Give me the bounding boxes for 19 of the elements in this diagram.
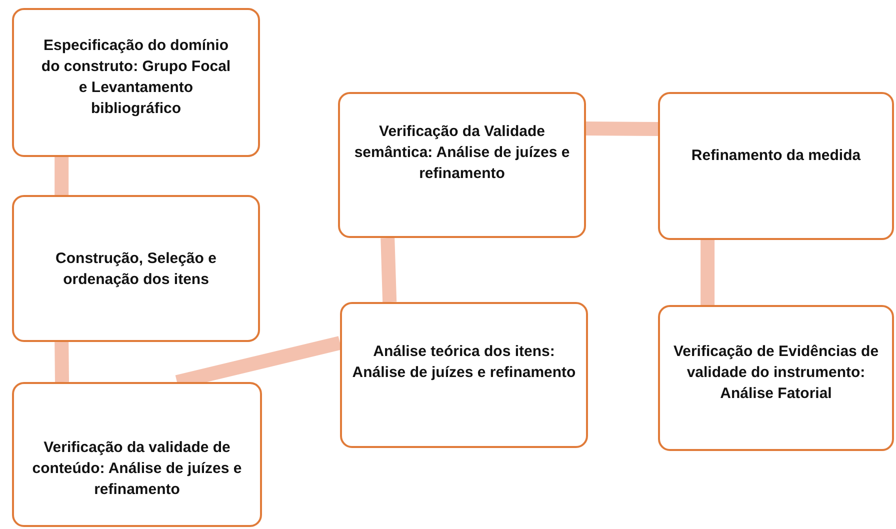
step-text: Verificação da validade de conteúdo: Análise de juízes e refinamento [31, 438, 243, 500]
process-box [340, 302, 588, 448]
process-box [338, 92, 586, 238]
connector [54, 342, 69, 382]
process-box [12, 195, 260, 342]
process-box [12, 382, 262, 527]
step-text: Construção, Seleção e ordenação dos itens [54, 248, 218, 290]
step-text: Análise teórica dos itens: Análise de juízes e refinamento [351, 342, 577, 383]
step-text: Refinamento da medida [691, 146, 861, 166]
connector [380, 238, 397, 302]
connector [700, 240, 715, 305]
process-box [658, 92, 894, 240]
connector [586, 122, 658, 136]
step-text: Verificação da Validade semântica: Análise de juízes e refinamento [353, 122, 571, 184]
connector [54, 157, 69, 195]
process-box [658, 305, 894, 451]
process-box [12, 8, 260, 157]
step-text: Verificação de Evidências de validade do instrumento: Análise Fatorial [672, 342, 880, 404]
step-text: Especificação do domínio do construto: Grupo Focal e Levantamento bibliográfico [40, 36, 232, 118]
